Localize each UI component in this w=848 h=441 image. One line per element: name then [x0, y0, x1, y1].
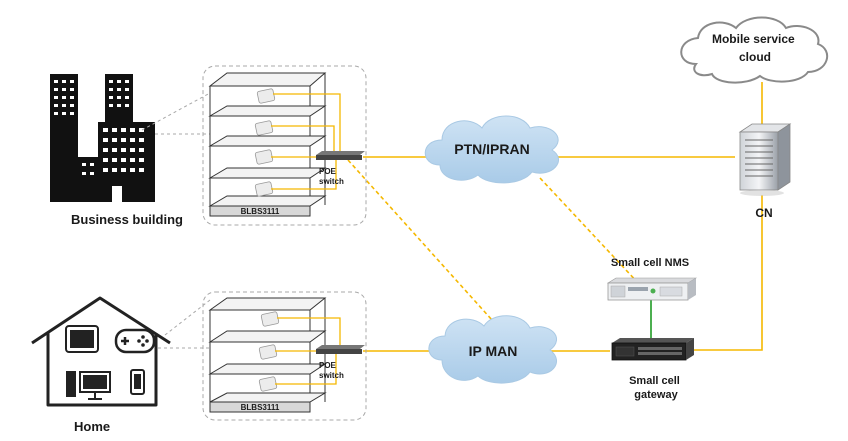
- mobile-service-cloud-label: Mobile service cloud: [712, 32, 798, 64]
- home-label: Home: [74, 419, 110, 434]
- ap-cabling-top: [271, 93, 341, 190]
- ip-man-cloud: IP MAN: [428, 315, 557, 384]
- office-building-icon: [50, 74, 155, 202]
- ip-man-label: IP MAN: [469, 343, 518, 359]
- rack-top: [208, 72, 327, 217]
- nms-server-icon: [606, 277, 698, 301]
- small-cell-gateway-label: Small cell gateway: [629, 375, 683, 401]
- rack-group-bottom: POE switch BLBS3111: [202, 291, 367, 421]
- ap-cabling-bottom: [275, 317, 341, 385]
- rack-bottom: [208, 297, 327, 413]
- tablet-icon: [65, 325, 99, 353]
- dashed-enclosure-bottom: [202, 291, 367, 421]
- mobile-service-cloud: Mobile service cloud: [680, 16, 829, 84]
- small-cell-nms-label: Small cell NMS: [611, 257, 689, 269]
- server-icon: [738, 123, 792, 196]
- poe-switch-icon: [316, 345, 365, 354]
- link-dashed-switch-ipman: [347, 159, 493, 321]
- callout-lines-bottom: [158, 299, 211, 349]
- house-icon: [31, 296, 171, 407]
- gamepad-icon: [114, 328, 156, 354]
- rack-group-top: POE switch BLBS3111: [202, 65, 367, 226]
- dashed-enclosure-top: [202, 65, 367, 226]
- link-dashed-ptn-nms: [539, 177, 641, 286]
- ptn-ipran-label: PTN/IPRAN: [454, 141, 529, 157]
- poe-switch-label-top: POE switch: [319, 167, 344, 186]
- link-cn-gateway: [692, 195, 763, 351]
- poe-switch-icon: [316, 151, 365, 160]
- gateway-server-icon: [611, 338, 694, 361]
- cn-label: CN: [755, 206, 772, 220]
- rack-label-bottom: BLBS3111: [241, 403, 280, 412]
- ptn-ipran-cloud: PTN/IPRAN: [424, 115, 559, 184]
- rack-label-top: BLBS3111: [241, 207, 280, 216]
- mobile-phone-icon: [130, 369, 145, 395]
- access-point-icon: [258, 311, 280, 392]
- desktop-computer-icon: [66, 371, 111, 400]
- business-building-label: Business building: [71, 212, 183, 227]
- poe-switch-label-bottom: POE switch: [319, 361, 344, 380]
- links: [347, 82, 763, 352]
- callout-lines-top: [141, 92, 211, 135]
- access-point-icon: [254, 88, 276, 197]
